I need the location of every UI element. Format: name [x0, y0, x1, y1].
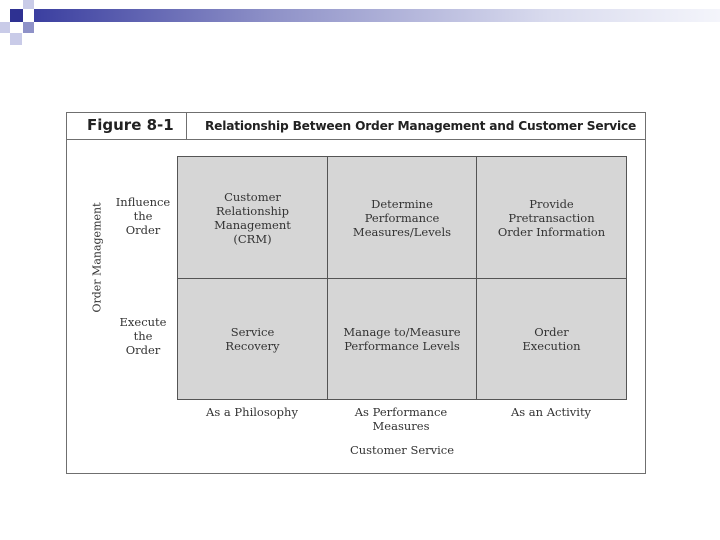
col-label-performance-measures: As Performance Measures — [354, 405, 448, 433]
cell-service-recovery: Service Recovery — [225, 325, 280, 353]
deco-square — [23, 22, 34, 33]
row-label-execute: Execute the Order — [119, 315, 167, 357]
cell-manage-measure: Manage to/Measure Performance Levels — [343, 325, 461, 353]
x-axis-label: Customer Service — [349, 443, 455, 457]
figure-frame: Figure 8-1 Relationship Between Order Ma… — [66, 112, 646, 474]
col-label-philosophy: As a Philosophy — [206, 405, 298, 419]
figure-label: Figure 8-1 — [87, 116, 174, 134]
deco-square — [10, 9, 23, 22]
deco-header-bar — [34, 9, 720, 22]
figure-header: Figure 8-1 Relationship Between Order Ma… — [67, 113, 645, 140]
row-label-influence: Influence the Order — [115, 195, 171, 237]
col-label-activity: As an Activity — [510, 405, 592, 419]
cell-determine-performance: Determine Performance Measures/Levels — [352, 196, 452, 239]
cell-pretransaction-info: Provide Pretransaction Order Information — [497, 196, 606, 239]
matrix-grid: Customer Relationship Management (CRM) D… — [177, 156, 627, 400]
cell-order-execution: Order Execution — [522, 325, 581, 353]
figure-title: Relationship Between Order Management an… — [205, 119, 637, 133]
y-axis-label: Order Management — [90, 202, 104, 313]
deco-square — [23, 0, 34, 9]
figure-label-box: Figure 8-1 — [67, 113, 187, 139]
deco-square — [0, 22, 10, 33]
deco-square — [10, 33, 22, 45]
cell-crm: Customer Relationship Management (CRM) — [214, 189, 291, 246]
grid-divider — [178, 278, 626, 279]
